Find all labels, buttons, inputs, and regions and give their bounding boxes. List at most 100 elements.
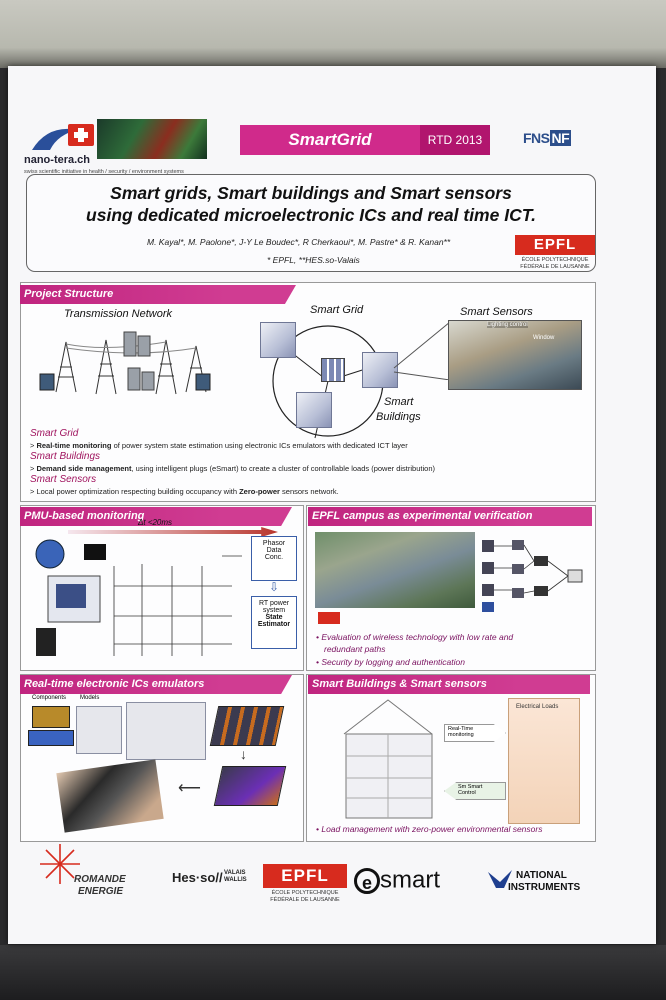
authors: M. Kayal*, M. Paolone*, J-Y Le Boudec*, … bbox=[147, 237, 451, 247]
phasor-line-3: Conc. bbox=[264, 554, 284, 561]
rt-line-1: RT power bbox=[258, 600, 290, 607]
wall-bottom bbox=[0, 945, 666, 1000]
circuit-board-image bbox=[97, 119, 207, 159]
delta-label: Δt <20ms bbox=[138, 518, 173, 527]
program-banner: SmartGrid bbox=[240, 125, 420, 155]
sensor-connector-lines bbox=[393, 321, 451, 380]
wall-top bbox=[0, 0, 666, 68]
item-smart-buildings-title: Smart Buildings bbox=[30, 451, 101, 462]
national-instruments-eagle-icon bbox=[488, 870, 512, 888]
smart-grid-label: Smart Grid bbox=[310, 304, 364, 316]
wireless-network-diagram bbox=[482, 540, 583, 612]
buildings-heading: Smart Buildings & Smart sensors bbox=[308, 675, 590, 694]
campus-bullet-1b: redundant paths bbox=[324, 644, 386, 654]
rt-line-2: system bbox=[262, 607, 286, 614]
campus-bullet-2: • Security by logging and authentication bbox=[316, 657, 465, 667]
title-line-2: using dedicated microelectronic ICs and … bbox=[86, 205, 536, 225]
building-left bbox=[260, 322, 296, 358]
national-instruments-name-2: INSTRUMENTS bbox=[508, 882, 581, 893]
item-smart-grid-text: > Real-time monitoring of power system s… bbox=[30, 441, 408, 450]
nano-tera-tagline: swiss scientific initiative in health / … bbox=[24, 169, 184, 175]
state-line-1: State bbox=[265, 614, 283, 621]
affiliations: * EPFL, **HES.so-Valais bbox=[267, 255, 360, 265]
models-diagram bbox=[76, 706, 122, 754]
nano-tera-name: nano-tera.ch bbox=[24, 154, 91, 166]
chip-down-arrow: ↓ bbox=[240, 746, 247, 762]
models-label: Models bbox=[80, 695, 100, 701]
phasor-line-2: Data bbox=[266, 547, 282, 554]
smart-buildings-label-2: Buildings bbox=[376, 411, 421, 423]
pmu-network-diagram bbox=[35, 539, 242, 656]
item-smart-grid-title: Smart Grid bbox=[30, 428, 79, 439]
window-label: Window bbox=[533, 335, 555, 341]
realtime-label: Real-Time monitoring bbox=[448, 726, 474, 738]
item-smart-grid-bold: Real-time monitoring bbox=[36, 441, 112, 450]
epfl-sponsor-subtitle: ÉCOLE POLYTECHNIQUE FÉDÉRALE DE LAUSANNE bbox=[270, 890, 340, 903]
item-smart-buildings-rest: , using intelligent plugs (eSmart) to cr… bbox=[131, 464, 435, 473]
item-smart-buildings-bold: Demand side management bbox=[36, 464, 132, 473]
item-smart-grid-rest: of power system state estimation using e… bbox=[111, 441, 408, 450]
board-left-arrow: ⟵ bbox=[178, 780, 201, 797]
title-line-1: Smart grids, Smart buildings and Smart s… bbox=[110, 183, 512, 203]
components-sensors bbox=[28, 730, 74, 746]
delta-arrow bbox=[68, 527, 278, 537]
romande-energie-name-2: ENERGIE bbox=[78, 886, 124, 897]
building-right bbox=[362, 352, 398, 388]
electrical-loads-label: Electrical Loads bbox=[516, 704, 559, 710]
romande-energie-logo-icon bbox=[40, 844, 80, 884]
romande-energie-name-1: ROMANDE bbox=[74, 874, 126, 885]
components-chips bbox=[32, 706, 70, 728]
emulator-board bbox=[213, 766, 287, 806]
epfl-mark: EPFL bbox=[515, 235, 595, 255]
esmart-e-icon: e bbox=[354, 867, 380, 894]
fns-text: FNS bbox=[523, 130, 550, 146]
item-smart-sensors-rest: sensors network. bbox=[279, 487, 339, 496]
loads-column bbox=[508, 698, 580, 824]
smart-buildings-label-1: Smart bbox=[384, 396, 414, 408]
emulator-architecture bbox=[126, 702, 206, 760]
realtime-arrow bbox=[444, 724, 506, 742]
campus-bullet-1a: • Evaluation of wireless technology with… bbox=[316, 632, 514, 642]
emulators-heading: Real-time electronic ICs emulators bbox=[20, 675, 292, 694]
hes-so-valais: VALAIS WALLIS bbox=[224, 870, 247, 883]
transmission-label: Transmission Network bbox=[64, 308, 172, 320]
item-smart-sensors-pre: Local power optimization respecting buil… bbox=[36, 487, 240, 496]
national-instruments-name-1: NATIONAL bbox=[516, 870, 567, 881]
nano-tera-logo-icon bbox=[32, 124, 94, 150]
campus-heading: EPFL campus as experimental verification bbox=[308, 507, 592, 526]
emulator-chip-array bbox=[209, 706, 285, 746]
smart-sensors-label: Smart Sensors bbox=[460, 306, 533, 318]
epfl-header-logo: EPFL ÉCOLE POLYTECHNIQUE FÉDÉRALE DE LAU… bbox=[515, 235, 595, 271]
pmu-heading: PMU-based monitoring bbox=[20, 507, 292, 526]
campus-epfl-badge bbox=[318, 612, 340, 624]
item-smart-sensors-title: Smart Sensors bbox=[30, 474, 97, 485]
epfl-sponsor-logo: EPFL ÉCOLE POLYTECHNIQUE FÉDÉRALE DE LAU… bbox=[263, 864, 347, 904]
project-structure-heading: Project Structure bbox=[20, 285, 296, 304]
components-label: Components bbox=[32, 695, 67, 701]
item-smart-sensors-text: > Local power optimization respecting bu… bbox=[30, 487, 339, 496]
epfl-sponsor-mark: EPFL bbox=[263, 864, 347, 888]
building-bottom bbox=[296, 392, 332, 428]
lighting-control-label: Lighting control bbox=[487, 322, 528, 328]
phasor-line-1: Phasor bbox=[262, 540, 286, 547]
item-smart-buildings-text: > Demand side management, using intellig… bbox=[30, 464, 435, 473]
campus-aerial-photo bbox=[315, 532, 475, 608]
item-smart-sensors-bold: Zero-power bbox=[239, 487, 280, 496]
title-box: Smart grids, Smart buildings and Smart s… bbox=[26, 174, 596, 272]
transmission-network-illustration bbox=[39, 331, 211, 395]
buildings-bullet: • Load management with zero-power enviro… bbox=[316, 824, 543, 834]
rtd-banner: RTD 2013 bbox=[420, 125, 490, 155]
estimator-box: RT power system State Estimator bbox=[251, 596, 297, 649]
smart-building-diagram bbox=[343, 699, 433, 819]
snf-text: NF bbox=[549, 130, 572, 146]
phasor-box: Phasor Data Conc. bbox=[251, 536, 297, 581]
phasor-down-arrow: ⇩ bbox=[269, 580, 280, 594]
smart-room-photo: Lighting control Window bbox=[448, 320, 582, 390]
esmart-text: smart bbox=[380, 866, 440, 894]
hes-so-logo: Hes·so// bbox=[172, 870, 223, 885]
control-arrow bbox=[444, 782, 506, 800]
control-label: Sm Smart Control bbox=[458, 784, 483, 796]
epfl-subtitle: ÉCOLE POLYTECHNIQUE FÉDÉRALE DE LAUSANNE bbox=[520, 257, 590, 270]
